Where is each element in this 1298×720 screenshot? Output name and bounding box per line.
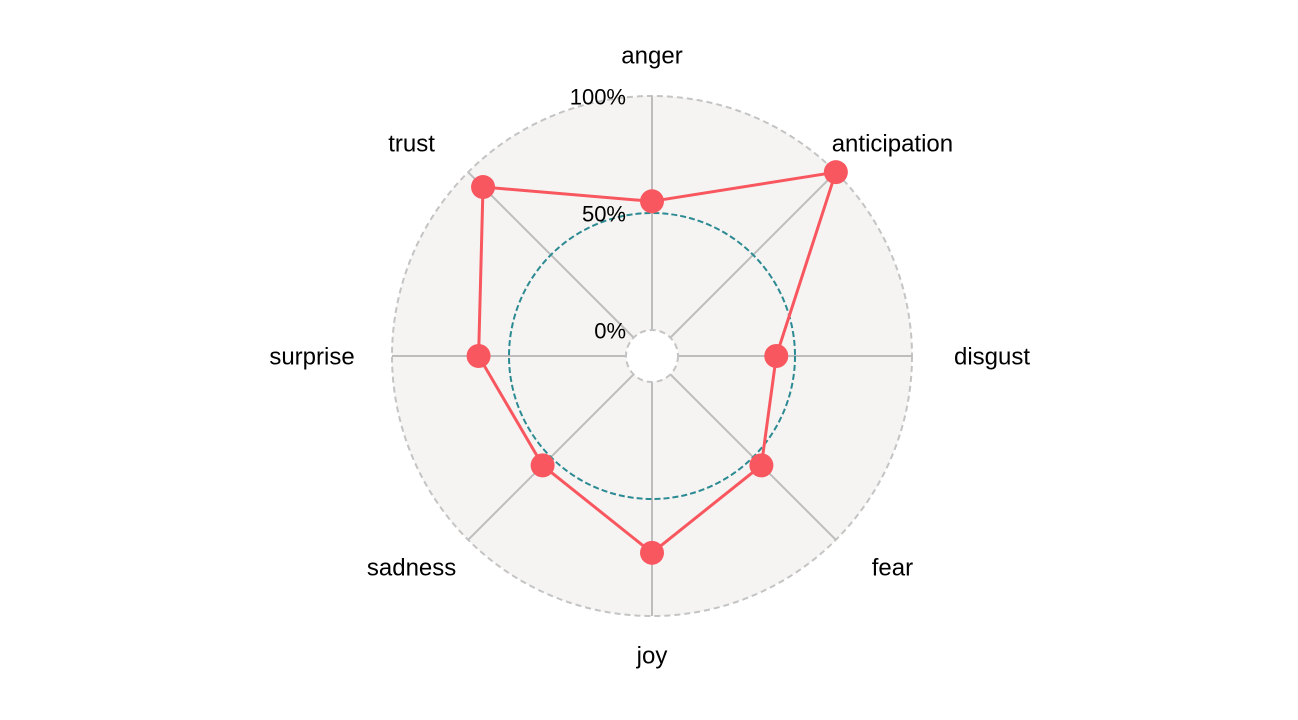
data-point-fear <box>749 453 774 478</box>
category-label-joy: joy <box>636 643 668 670</box>
radial-tick-label: 100% <box>570 85 626 110</box>
reference-circle <box>508 212 796 500</box>
reference-circle-layer <box>508 212 796 500</box>
data-point-anticipation <box>823 160 848 185</box>
radial-tick-label: 0% <box>594 319 626 344</box>
data-point-sadness <box>530 453 555 478</box>
category-label-fear: fear <box>872 555 913 582</box>
category-label-anger: anger <box>621 43 682 70</box>
axis-label-layer: 0% 50% 100% anger anticipation disgust fear joy… <box>269 43 1030 670</box>
category-label-anticipation: anticipation <box>832 130 953 157</box>
series-layer <box>466 160 848 565</box>
category-label-sadness: sadness <box>367 555 456 582</box>
category-label-surprise: surprise <box>269 344 354 371</box>
category-label-trust: trust <box>388 130 435 157</box>
data-point-anger <box>640 189 664 214</box>
category-label-disgust: disgust <box>954 344 1030 371</box>
data-point-disgust <box>764 344 789 368</box>
data-point-surprise <box>466 344 491 368</box>
radial-tick-label: 50% <box>582 202 626 227</box>
data-point-trust <box>471 175 496 200</box>
inner-ring <box>625 329 679 383</box>
data-point-joy <box>640 540 664 565</box>
